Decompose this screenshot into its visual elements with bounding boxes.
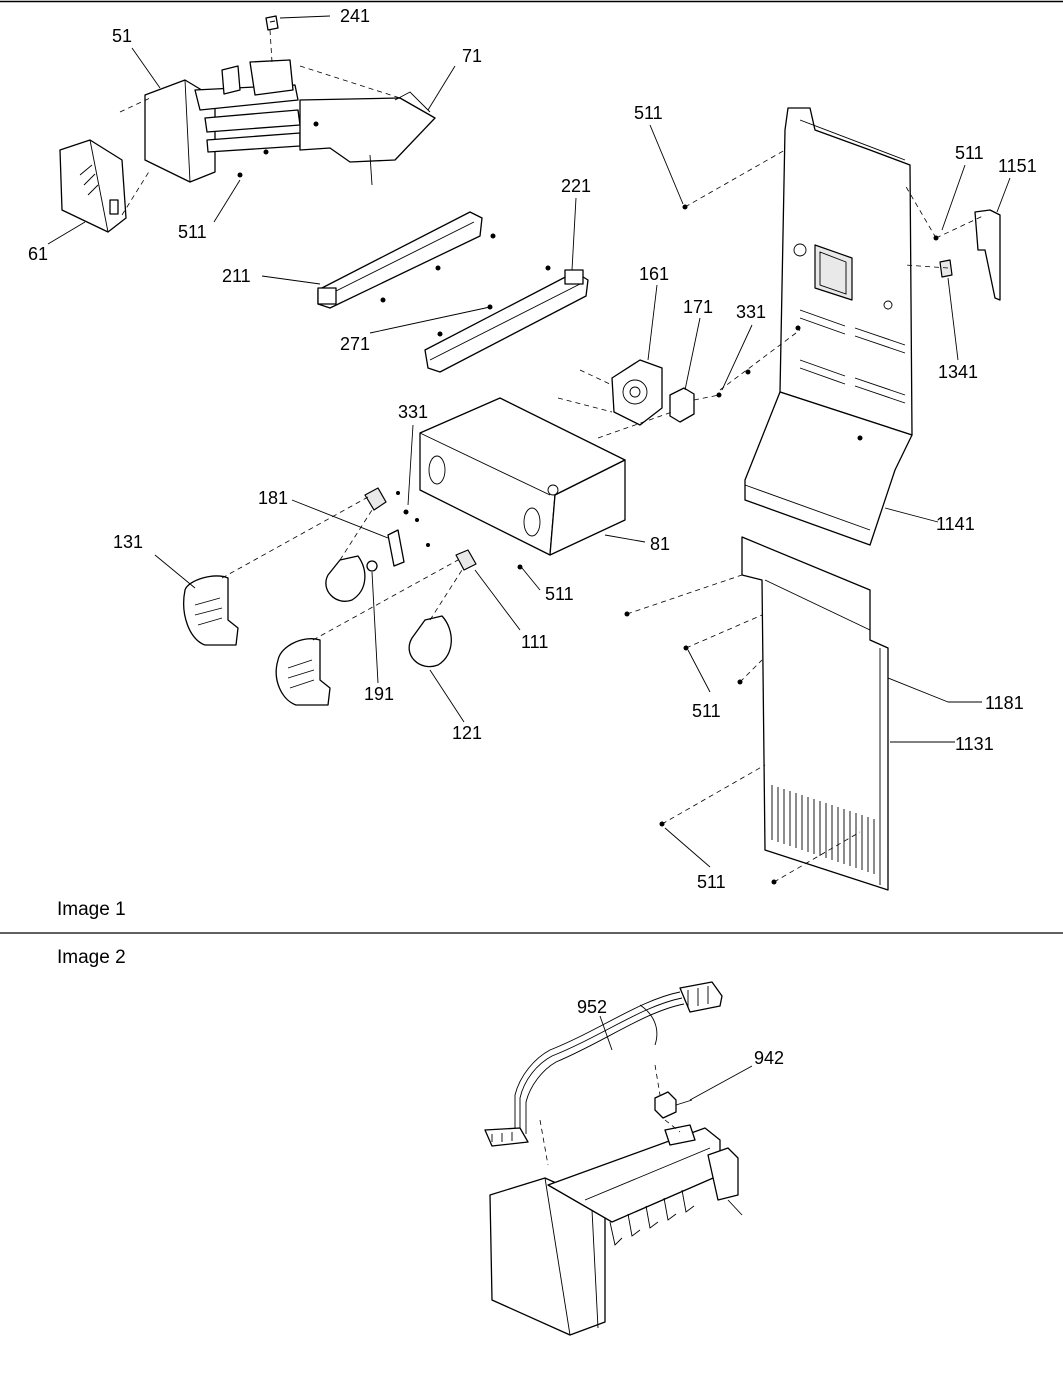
callout-171: 171 <box>683 297 713 317</box>
callouts-image-1: 241 51 71 511 511 1151 221 511 61 211 16… <box>28 6 1037 892</box>
callout-1131: 1131 <box>955 734 994 754</box>
part-211-rail <box>317 211 483 309</box>
callout-211: 211 <box>222 266 251 286</box>
part-ice-maker-assembly <box>489 1124 743 1336</box>
callout-1341: 1341 <box>938 362 978 382</box>
part-952-wire-harness <box>484 981 723 1147</box>
part-71-shelf <box>299 91 436 186</box>
part-161-motor <box>611 359 663 426</box>
part-121-bulb-a <box>325 555 366 602</box>
callout-511-e: 511 <box>692 701 721 721</box>
callout-1151: 1151 <box>998 156 1037 176</box>
part-111-socket-b <box>455 549 477 571</box>
part-942-thermostat <box>654 1091 693 1119</box>
callout-331-a: 331 <box>736 302 766 322</box>
part-81-housing <box>419 397 626 556</box>
part-111-socket-a <box>364 487 387 511</box>
callout-131: 131 <box>113 532 143 552</box>
part-51-ice-maker <box>144 59 301 183</box>
part-191-grommet <box>366 560 378 572</box>
part-1341-clip <box>939 259 953 278</box>
part-221-rail <box>424 269 589 373</box>
part-1141-rear-panel <box>744 107 913 546</box>
callout-81: 81 <box>650 534 670 554</box>
callout-121: 121 <box>452 723 482 743</box>
callout-952: 952 <box>577 997 607 1017</box>
callout-511-f: 511 <box>697 872 726 892</box>
callout-161: 161 <box>639 264 669 284</box>
callouts-image-2: 952 942 <box>577 997 784 1068</box>
leader-lines-image-2 <box>599 1015 753 1101</box>
callout-221: 221 <box>561 176 591 196</box>
callout-1181: 1181 <box>985 693 1024 713</box>
callout-511-d: 511 <box>545 584 574 604</box>
part-241-clip <box>265 15 279 31</box>
panel-title-image-1: Image 1 <box>57 899 126 920</box>
part-1131-lower-cover <box>741 536 889 891</box>
part-171-switch <box>669 387 695 423</box>
callout-1141: 1141 <box>936 514 975 534</box>
callout-511-c: 511 <box>178 222 207 242</box>
callout-942: 942 <box>754 1048 784 1068</box>
callout-111: 111 <box>521 632 548 652</box>
part-1181-rod <box>887 677 949 703</box>
callout-241: 241 <box>340 6 370 26</box>
assembly-lines-image-2 <box>539 1064 681 1166</box>
part-331-screw-a <box>716 392 722 398</box>
part-181-bracket <box>387 529 405 567</box>
callout-271: 271 <box>340 334 370 354</box>
callout-61: 61 <box>28 244 48 264</box>
part-1151-bracket <box>974 209 1001 301</box>
callout-511-b: 511 <box>955 143 984 163</box>
callout-51: 51 <box>112 26 132 46</box>
part-131-shield-b <box>275 638 331 706</box>
callout-191: 191 <box>364 684 394 704</box>
callout-511-a: 511 <box>634 103 663 123</box>
part-331-screw-b <box>403 509 409 515</box>
callout-331-b: 331 <box>398 402 428 422</box>
callout-181: 181 <box>258 488 288 508</box>
screw-set <box>237 121 939 885</box>
callout-71: 71 <box>462 46 482 66</box>
leader-lines <box>47 15 1011 868</box>
part-61-cover <box>59 139 127 233</box>
part-131-shield-a <box>183 575 239 646</box>
part-121-bulb-b <box>408 615 452 668</box>
assembly-lines <box>119 29 986 883</box>
panel-title-image-2: Image 2 <box>57 947 126 968</box>
